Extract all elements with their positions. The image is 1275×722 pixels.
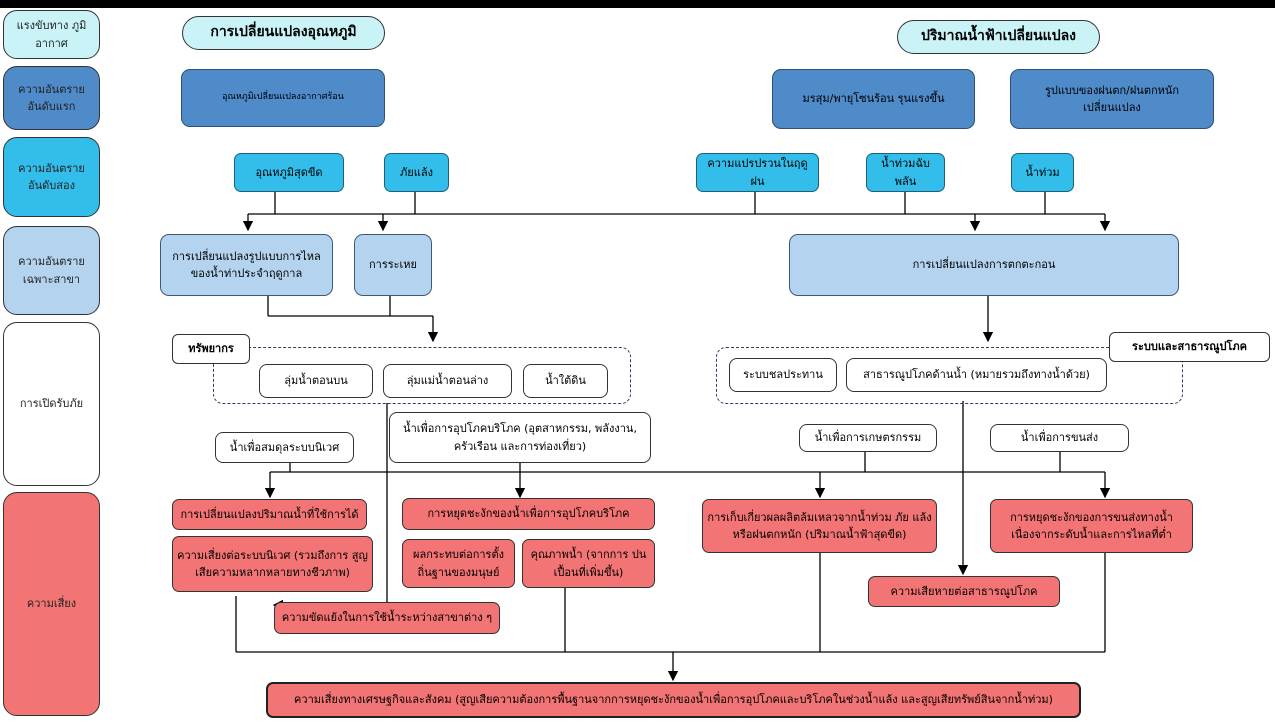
risk-settlement-impact: ผลกระทบต่อการตั้ง ถิ่นฐานของมนุษย์ [402, 539, 515, 588]
hazard-evaporation: การระเหย [354, 234, 432, 296]
exposure-consumption-water: น้ำเพื่อการอุปโภคบริโภค (อุตสาหกรรม, พลั… [389, 412, 651, 463]
diagram-canvas: แรงขับทาง ภูมิอากาศ ความอันตราย อันดับแร… [0, 8, 1275, 722]
hazard-temperature-change: อุณหภูมิเปลี่ยนแปลงอากาศร้อน [181, 69, 385, 127]
exposure-transport-water: น้ำเพื่อการขนส่ง [990, 424, 1129, 452]
risk-economic-social: ความเสี่ยงทางเศรษฐกิจและสังคม (สูญเสียคว… [266, 682, 1081, 718]
systems-label: ระบบและสาธารณูปโภค [1109, 332, 1270, 362]
resources-group [213, 347, 631, 404]
hazard-flood: น้ำท่วม [1011, 153, 1074, 192]
resources-label: ทรัพยากร [172, 334, 250, 364]
risk-supply-disruption: การหยุดชะงักของน้ำเพื่อการอุปโภคบริโภค [402, 498, 655, 530]
hazard-rain-pattern: รูปแบบของฝนตก/ฝนตกหนัก เปลี่ยนแปลง [1010, 69, 1214, 129]
risk-harvest-failure: การเก็บเกี่ยวผลผลิตล้มเหลวจากน้ำท่วม ภัย… [702, 499, 937, 553]
risk-utility-damage: ความเสียหายต่อสาธารณูปโภค [868, 576, 1060, 607]
exposure-water-utility: สาธารณูปโภคด้านน้ำ (หมายรวมถึงทางน้ำด้วย… [846, 358, 1107, 392]
row-label-primary-hazard: ความอันตราย อันดับแรก [3, 66, 100, 130]
risk-water-quality: คุณภาพน้ำ (จากการ ปนเปื้อนที่เพิ่มขึ้น) [522, 539, 655, 588]
exposure-ecosystem-water: น้ำเพื่อสมดุลระบบนิเวศ [215, 432, 354, 463]
hazard-rainy-season-variability: ความแปรปรวนในฤดูฝน [696, 153, 819, 192]
risk-transport-disruption: การหยุดชะงักของการขนส่งทางน้ำ เนื่องจากร… [990, 499, 1193, 553]
driver-temperature-change: การเปลี่ยนแปลงอุณหภูมิ [182, 16, 385, 50]
risk-ecosystem: ความเสี่ยงต่อระบบนิเวศ (รวมถึงการ สูญเสี… [172, 536, 373, 592]
exposure-agriculture-water: น้ำเพื่อการเกษตรกรรม [799, 424, 937, 452]
hazard-monsoon-storm: มรสุม/พายุโซนร้อน รุนแรงขึ้น [772, 69, 975, 129]
driver-rainfall-change: ปริมาณน้ำฟ้าเปลี่ยนแปลง [897, 20, 1100, 54]
row-label-secondary-hazard: ความอันตราย อันดับสอง [3, 137, 100, 217]
hazard-flash-flood: น้ำท่วมฉับพลัน [866, 153, 945, 192]
row-label-exposure: การเปิดรับภัย [3, 322, 100, 486]
exposure-lower-basin: ลุ่มแม่น้ำตอนล่าง [383, 364, 512, 398]
row-label-driver: แรงขับทาง ภูมิอากาศ [3, 10, 100, 59]
risk-water-use-conflict: ความขัดแย้งในการใช้น้ำระหว่างสาขาต่าง ๆ [274, 602, 500, 634]
risk-usable-water-volume: การเปลี่ยนแปลงปริมาณน้ำที่ใช้การได้ [172, 499, 367, 530]
hazard-seasonal-flow-change: การเปลี่ยนแปลงรูปแบบการไหล ของน้ำท่าประจ… [160, 234, 333, 296]
exposure-irrigation: ระบบชลประทาน [729, 358, 837, 392]
hazard-drought: ภัยแล้ง [384, 153, 449, 192]
exposure-upper-basin: ลุ่มน้ำตอนบน [259, 364, 373, 398]
connector-lines [235, 192, 1111, 682]
exposure-groundwater: น้ำใต้ดิน [523, 364, 608, 398]
row-label-sector-hazard: ความอันตราย เฉพาะสาขา [3, 226, 100, 315]
hazard-extreme-temperature: อุณหภูมิสุดขีด [234, 153, 344, 192]
row-label-risk: ความเสี่ยง [3, 492, 100, 716]
systems-group [716, 347, 1183, 404]
hazard-sedimentation-change: การเปลี่ยนแปลงการตกตะกอน [789, 234, 1179, 296]
